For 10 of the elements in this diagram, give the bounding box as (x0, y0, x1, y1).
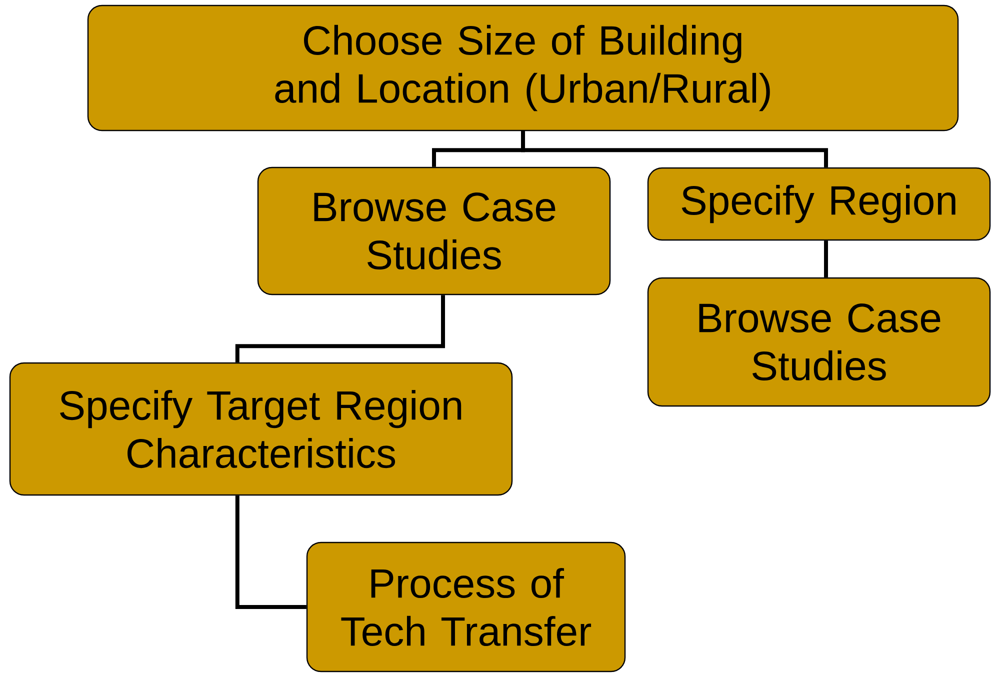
connector-line (235, 295, 445, 362)
process-box: Specify Region (647, 167, 991, 241)
connector-line (824, 240, 828, 278)
process-box: Browse Case Studies (647, 277, 991, 407)
connector-line (235, 496, 306, 609)
process-box: Choose Size of Building and Location (Urban/Rural) (87, 4, 959, 132)
connector-line (521, 131, 828, 168)
process-box: Process of Tech Transfer (306, 542, 626, 672)
process-box: Specify Target Region Characteristics (9, 362, 513, 496)
process-box: Browse Case Studies (257, 166, 611, 296)
